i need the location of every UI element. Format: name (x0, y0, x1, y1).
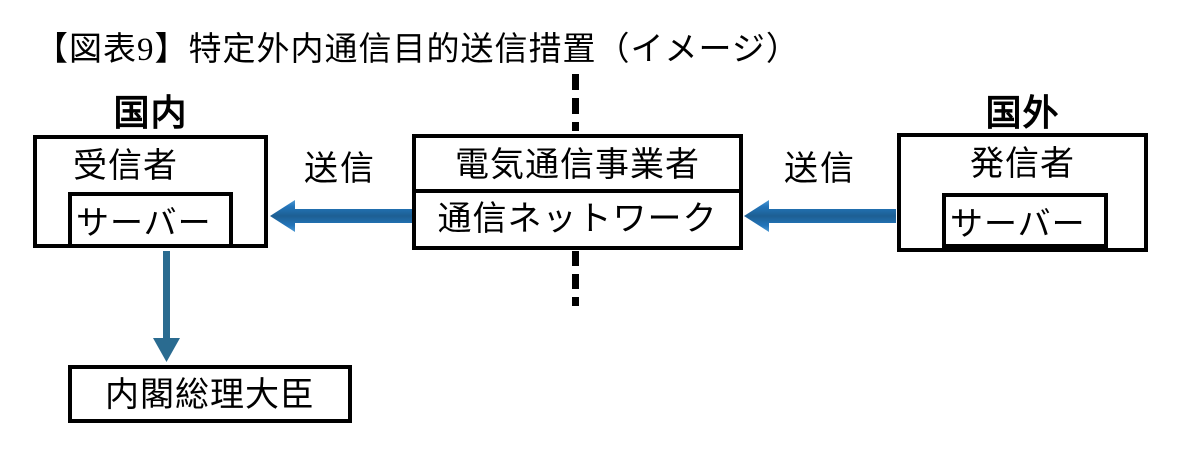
carrier-name-row: 電気通信事業者 (416, 138, 739, 193)
domestic-region-label: 国内 (113, 92, 188, 133)
overseas-region-label: 国外 (985, 92, 1060, 133)
receiver-box: 受信者 サーバー (33, 135, 268, 248)
sender-label: 発信者 (970, 145, 1075, 183)
figure-title: 【図表9】特定外内通信目的送信措置（イメージ） (35, 32, 800, 68)
right-transmission-label: 送信 (784, 150, 856, 188)
sender-box: 発信者 サーバー (897, 133, 1148, 252)
receiver-label: 受信者 (73, 147, 178, 185)
receiver-server-label: サーバー (76, 204, 212, 241)
sender-server-label: サーバー (950, 204, 1086, 242)
report-down-arrow-head (153, 338, 180, 362)
carrier-box: 電気通信事業者 通信ネットワーク (412, 134, 743, 250)
left-transmission-label: 送信 (304, 150, 376, 188)
report-down-arrow-shaft (163, 251, 170, 340)
carrier-network-row: 通信ネットワーク (437, 200, 718, 238)
prime-minister-box: 内閣総理大臣 (68, 365, 352, 423)
receiver-server-box: サーバー (68, 192, 233, 248)
left-transmission-arrow (270, 200, 412, 232)
sender-server-box: サーバー (942, 193, 1108, 248)
right-transmission-arrow (744, 200, 896, 232)
